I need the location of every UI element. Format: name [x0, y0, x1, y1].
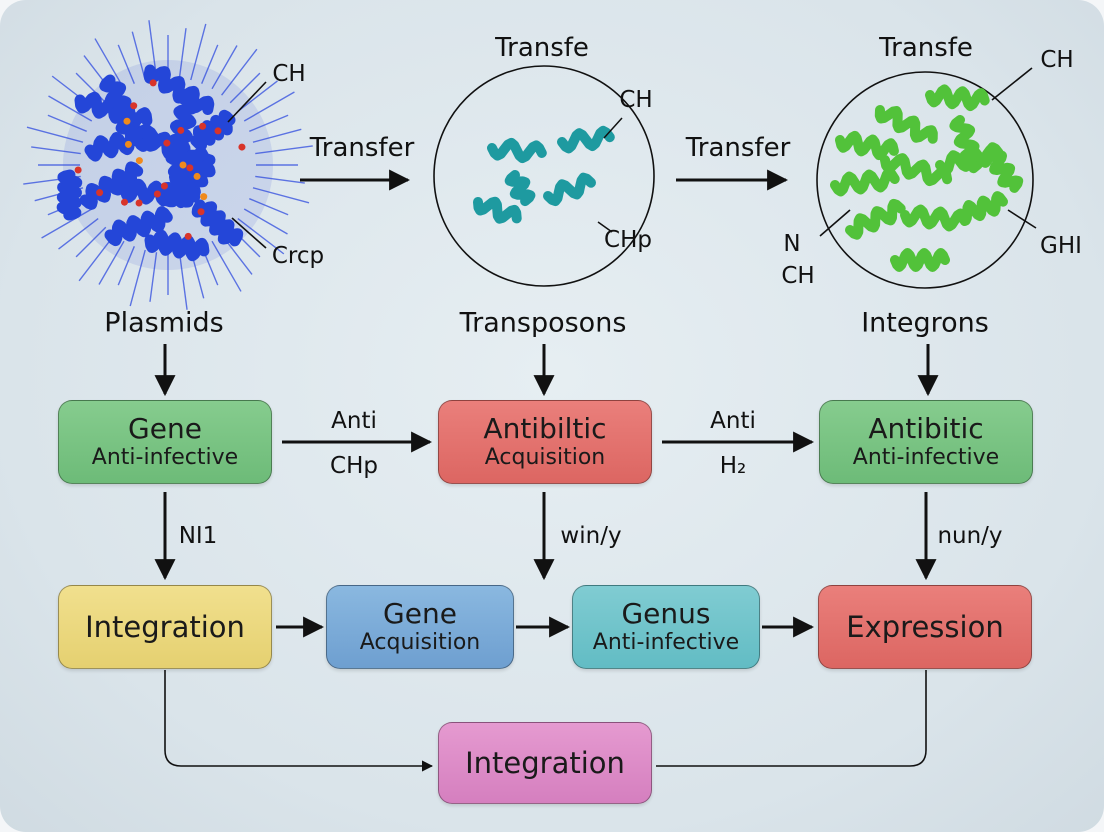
- integron-title: Transfe: [879, 33, 973, 63]
- row1-edge2-label-top: Anti: [710, 408, 756, 434]
- antibiltic-box-subtitle: Acquisition: [484, 445, 606, 470]
- row1-edge1-label-top: Anti: [331, 408, 377, 434]
- plasmid-label-ch: CH: [272, 61, 306, 87]
- source-transposons: Transposons: [459, 307, 627, 339]
- transfer-label-2: Transfer: [685, 133, 791, 163]
- integration-to-bottom-line: [164, 670, 434, 772]
- gene-acquisition-box-title: Gene: [383, 597, 457, 630]
- source-plasmids: Plasmids: [104, 307, 224, 339]
- expression-to-bottom-line: [656, 670, 927, 767]
- transposon-label-ch: CH: [619, 87, 653, 113]
- gene-box-title: Gene: [128, 412, 202, 445]
- bottom-integration-box-title: Integration: [465, 746, 625, 780]
- row1-edge2-label-bottom: H₂: [719, 453, 747, 479]
- source-integrons: Integrons: [861, 307, 989, 339]
- plasmid-label-crcp: Crcp: [271, 243, 325, 269]
- gene-acquisition-box[interactable]: Gene Acquisition: [326, 585, 514, 669]
- transposon-protein-structure: [433, 65, 655, 287]
- integron-label-ch-lower: CH: [781, 263, 815, 289]
- antibiltic-box-title: Antibiltic: [483, 412, 607, 445]
- genus-box-title: Genus: [621, 597, 711, 630]
- transposon-label-chp: CHp: [604, 227, 652, 253]
- genus-box-subtitle: Anti-infective: [592, 630, 740, 655]
- genus-anti-infective-box[interactable]: Genus Anti-infective: [572, 585, 760, 669]
- gene-anti-infective-box[interactable]: Gene Anti-infective: [58, 400, 272, 484]
- transfer-label-1: Transfer: [309, 133, 415, 163]
- antibitic-box-title: Antibitic: [868, 412, 984, 445]
- integron-label-ghi: GHI: [1040, 233, 1082, 259]
- expression-box[interactable]: Expression: [818, 585, 1032, 669]
- vertical-label-win-y: win/y: [560, 523, 622, 549]
- integron-label-ch: CH: [1040, 47, 1074, 73]
- row1-edge1-label-bottom: CHp: [330, 453, 378, 479]
- gene-acquisition-box-subtitle: Acquisition: [359, 630, 481, 655]
- bottom-integration-box[interactable]: Integration: [438, 722, 652, 804]
- integration-box-title: Integration: [85, 610, 245, 644]
- plasmid-protein-structure: [23, 20, 313, 310]
- integron-label-n: N: [783, 231, 801, 257]
- integration-box[interactable]: Integration: [58, 585, 272, 669]
- antibiltic-acquisition-box[interactable]: Antibiltic Acquisition: [438, 400, 652, 484]
- expression-box-title: Expression: [846, 610, 1004, 644]
- antibitic-anti-infective-box[interactable]: Antibitic Anti-infective: [819, 400, 1033, 484]
- vertical-label-nun-y: nun/y: [937, 523, 1003, 549]
- integron-protein-structure: [816, 67, 1037, 289]
- gene-box-subtitle: Anti-infective: [91, 445, 239, 470]
- vertical-label-ni1: NI1: [178, 523, 218, 549]
- transposon-title: Transfe: [495, 33, 589, 63]
- antibitic-box-subtitle: Anti-infective: [852, 445, 1000, 470]
